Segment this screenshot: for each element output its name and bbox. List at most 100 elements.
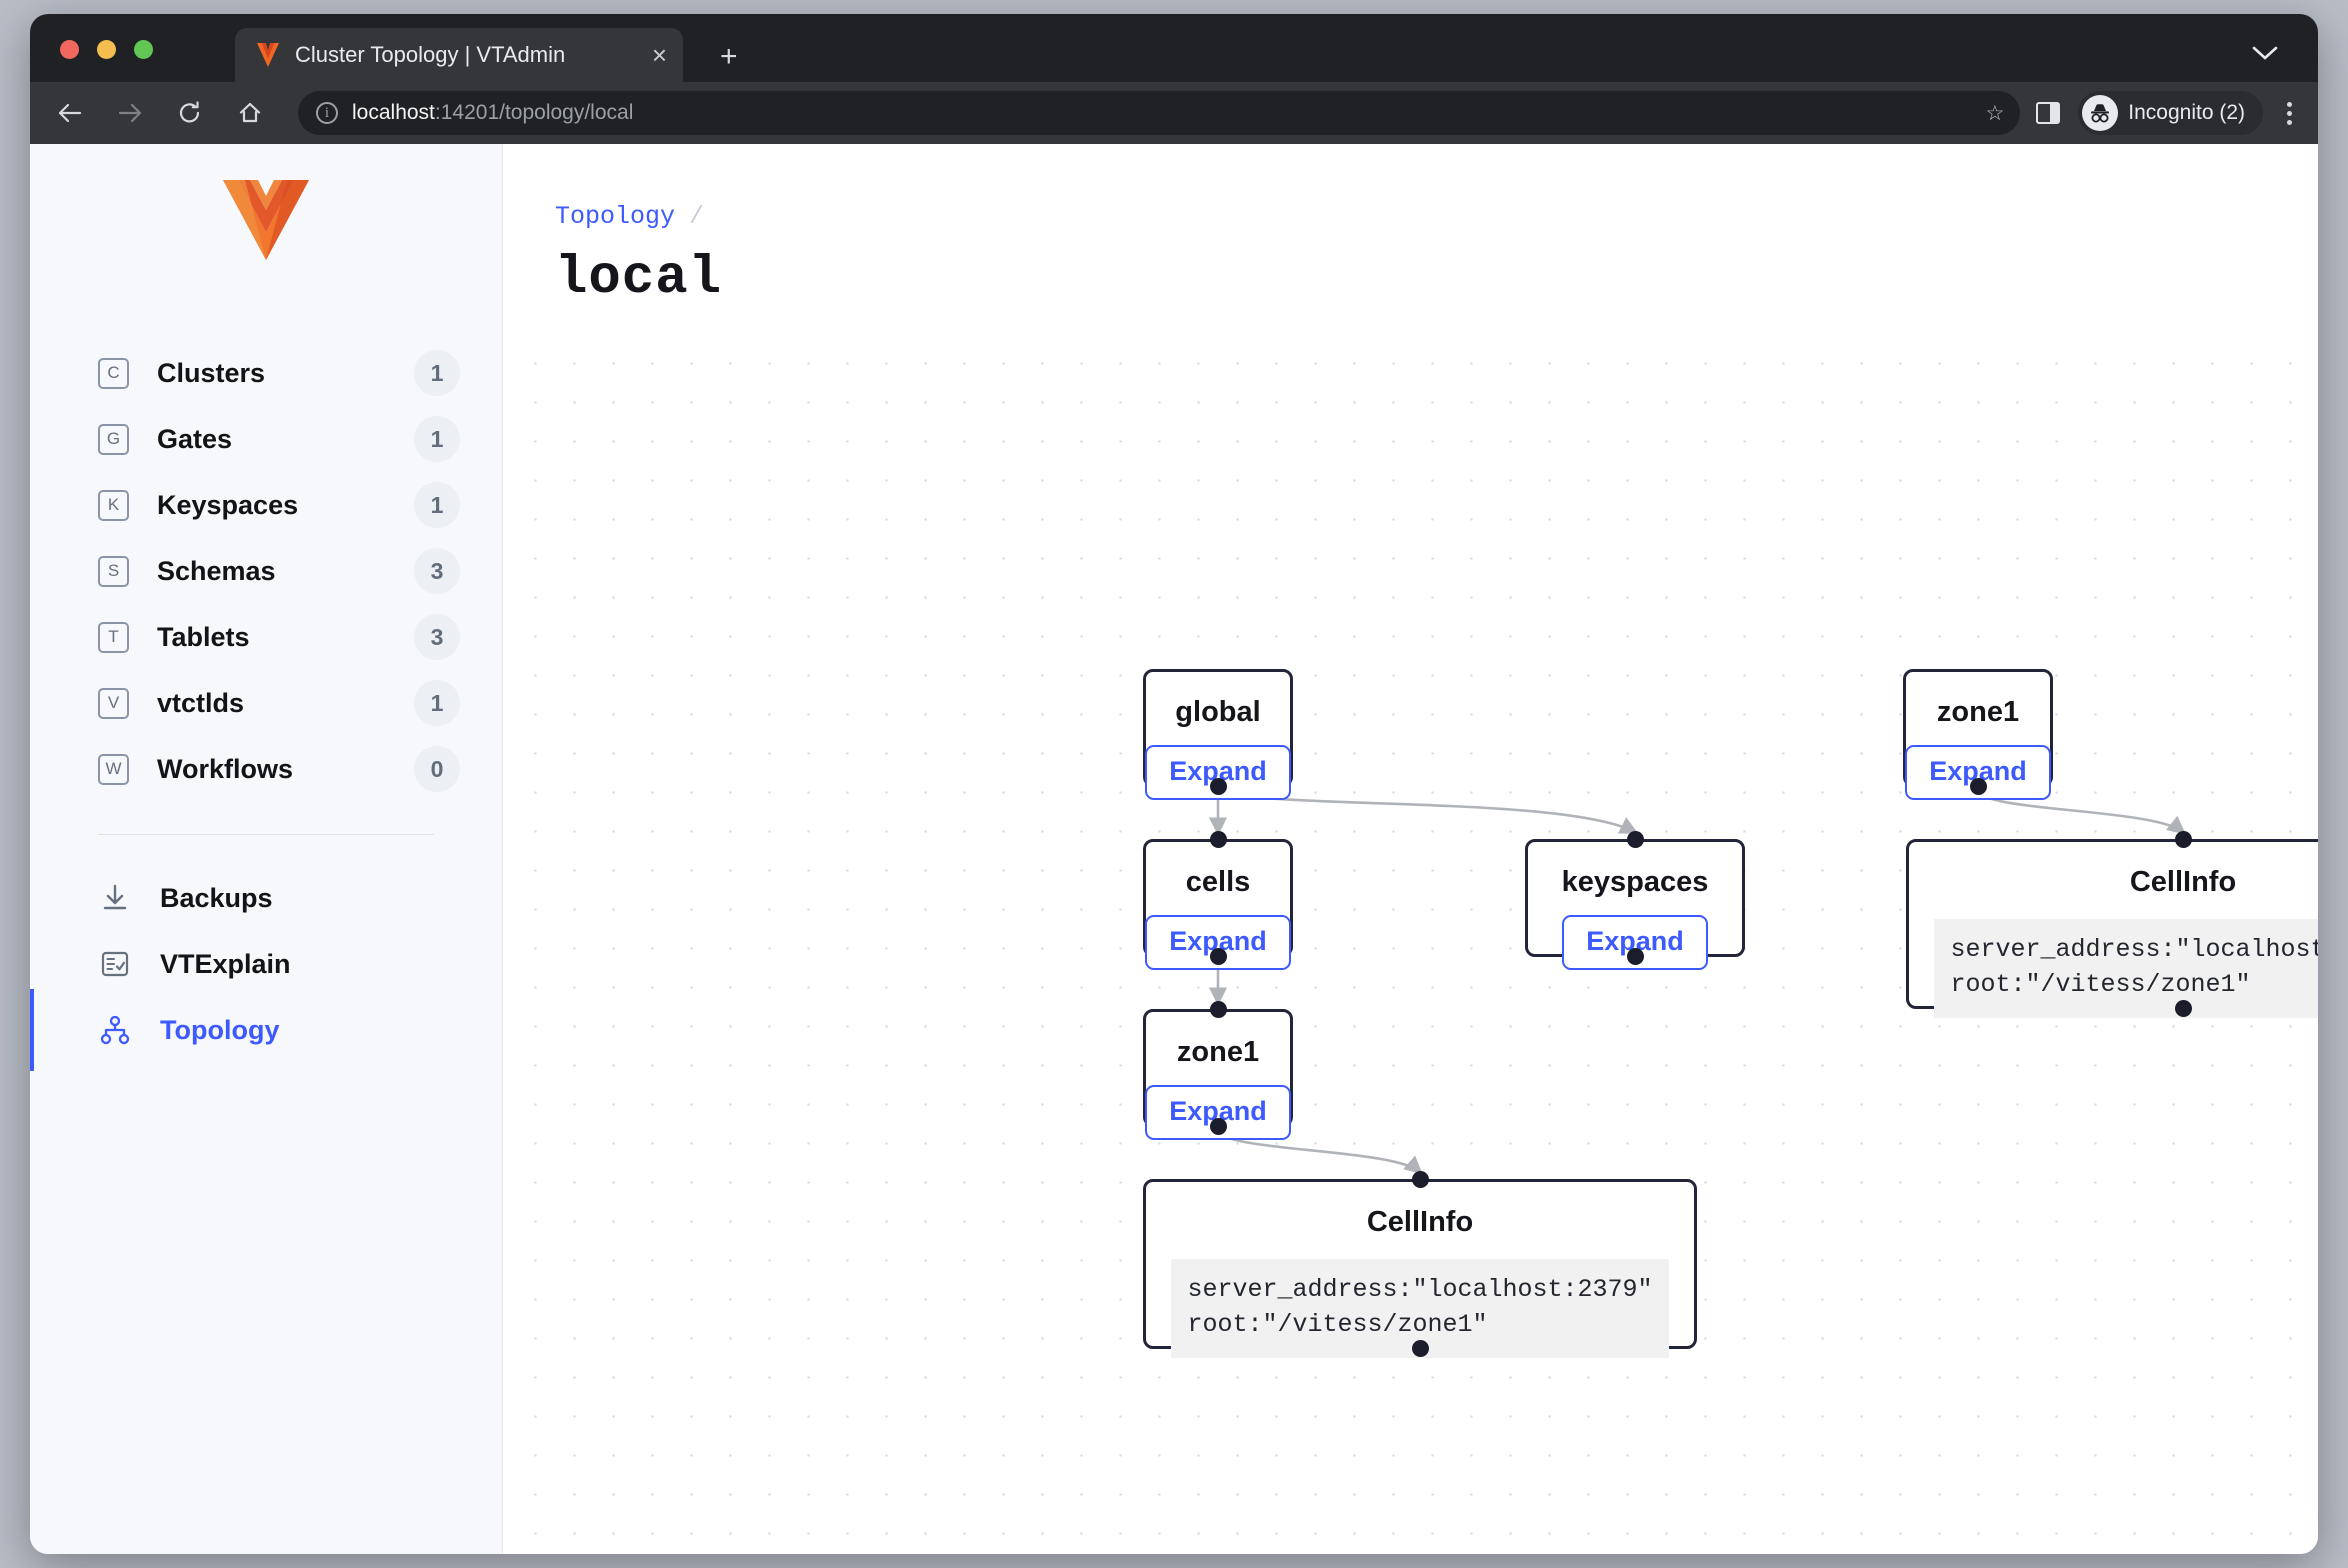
node-label: CellInfo <box>1366 1206 1474 1238</box>
sidebar-item-keyspaces[interactable]: K Keyspaces 1 <box>30 472 502 538</box>
new-tab-button[interactable]: + <box>720 40 738 73</box>
sidebar-tools-nav: Backups VTExplain <box>30 865 502 1071</box>
tab-strip: Cluster Topology | VTAdmin × + <box>30 14 2318 82</box>
letter-s-icon: S <box>98 555 129 587</box>
url-text: localhost:14201/topology/local <box>352 101 633 125</box>
sidebar-item-count: 1 <box>414 416 460 462</box>
sidebar-item-count: 0 <box>414 746 460 792</box>
sidebar-item-count: 1 <box>414 350 460 396</box>
chevron-down-icon[interactable] <box>2252 44 2278 67</box>
sidebar-item-label: Schemas <box>157 555 276 586</box>
node-handle-bottom <box>1969 778 1987 795</box>
sidebar-item-label: Keyspaces <box>157 489 299 520</box>
sidebar-item-clusters[interactable]: C Clusters 1 <box>30 340 502 406</box>
topology-node-zone1-right[interactable]: zone1 Expand <box>1903 669 2053 800</box>
sidebar-item-backups[interactable]: Backups <box>30 865 502 931</box>
incognito-avatar-icon <box>2082 95 2119 131</box>
sidebar-item-vtexplain[interactable]: VTExplain <box>30 931 502 997</box>
url-host: localhost <box>352 101 435 124</box>
node-label: global <box>1175 696 1261 728</box>
side-panel-icon[interactable] <box>2036 102 2061 124</box>
node-handle-bottom <box>1209 1118 1227 1135</box>
minimize-window-button[interactable] <box>97 40 116 59</box>
sidebar-item-label: Topology <box>160 1014 280 1045</box>
sidebar-item-tablets[interactable]: T Tablets 3 <box>30 604 502 670</box>
sidebar-item-schemas[interactable]: S Schemas 3 <box>30 538 502 604</box>
back-icon[interactable] <box>48 91 92 135</box>
node-handle-bottom <box>2174 1000 2192 1017</box>
vitess-logo[interactable] <box>30 178 502 262</box>
node-label: CellInfo <box>2129 866 2237 898</box>
breadcrumb: Topology / <box>555 202 704 231</box>
home-icon[interactable] <box>228 91 272 135</box>
browser-toolbar: i localhost:14201/topology/local ☆ Incog… <box>30 82 2318 144</box>
letter-c-icon: C <box>98 357 129 389</box>
sidebar-item-label: Workflows <box>157 753 294 784</box>
toolbar-right: Incognito (2) <box>2036 91 2300 135</box>
app-page: C Clusters 1 G Gates 1 K Keyspaces 1 S S… <box>30 144 2318 1554</box>
node-label: zone1 <box>1176 1036 1260 1068</box>
sidebar-item-label: Tablets <box>157 621 250 652</box>
sidebar: C Clusters 1 G Gates 1 K Keyspaces 1 S S… <box>30 144 503 1554</box>
sidebar-item-count: 1 <box>414 482 460 528</box>
letter-k-icon: K <box>98 489 129 521</box>
node-label: cells <box>1185 866 1251 898</box>
site-info-icon[interactable]: i <box>316 102 338 124</box>
node-handle-bottom <box>1411 1340 1429 1357</box>
download-icon <box>98 881 132 915</box>
node-handle-top <box>1626 831 1644 848</box>
topology-node-global[interactable]: global Expand <box>1143 669 1293 800</box>
sidebar-item-vtctlds[interactable]: V vtctlds 1 <box>30 670 502 736</box>
page-title: local <box>555 248 723 309</box>
main-content: Topology / local <box>503 144 2318 1554</box>
maximize-window-button[interactable] <box>134 40 153 59</box>
node-label: keyspaces <box>1561 866 1709 898</box>
sidebar-item-workflows[interactable]: W Workflows 0 <box>30 736 502 802</box>
checklist-icon <box>98 947 132 981</box>
node-handle-top <box>2174 831 2192 848</box>
topology-icon <box>98 1013 132 1047</box>
close-icon[interactable]: × <box>651 40 667 70</box>
browser-window: Cluster Topology | VTAdmin × + i localho… <box>30 14 2318 1554</box>
node-handle-top <box>1411 1171 1429 1188</box>
profile-button[interactable]: Incognito (2) <box>2078 91 2263 135</box>
kebab-menu-icon[interactable] <box>2279 98 2300 129</box>
reload-icon[interactable] <box>168 91 212 135</box>
vitess-logo-icon <box>253 40 283 70</box>
sidebar-item-label: VTExplain <box>160 948 291 979</box>
forward-icon[interactable] <box>108 91 152 135</box>
address-bar[interactable]: i localhost:14201/topology/local ☆ <box>298 91 2021 135</box>
node-handle-top <box>1209 831 1227 848</box>
topology-node-keyspaces[interactable]: keyspaces Expand <box>1525 831 1745 970</box>
browser-tab[interactable]: Cluster Topology | VTAdmin × <box>235 28 683 82</box>
url-path: :14201/topology/local <box>434 101 634 124</box>
letter-g-icon: G <box>98 423 129 455</box>
topology-node-zone1-left[interactable]: zone1 Expand <box>1143 1001 1293 1140</box>
sidebar-item-label: Gates <box>157 423 233 454</box>
profile-label: Incognito (2) <box>2128 101 2245 124</box>
node-label: zone1 <box>1936 696 2020 728</box>
node-handle-bottom <box>1626 948 1644 965</box>
sidebar-item-label: Clusters <box>157 357 266 388</box>
node-handle-top <box>1209 1001 1227 1018</box>
sidebar-item-topology[interactable]: Topology <box>30 989 502 1071</box>
expand-button[interactable]: Expand <box>1145 1085 1291 1140</box>
node-code-block: server_address:"localhost:2379" root:"/v… <box>1934 919 2318 1018</box>
breadcrumb-topology-link[interactable]: Topology <box>555 202 676 231</box>
tab-title: Cluster Topology | VTAdmin <box>295 42 566 67</box>
sidebar-item-gates[interactable]: G Gates 1 <box>30 406 502 472</box>
sidebar-item-count: 1 <box>414 680 460 726</box>
letter-v-icon: V <box>98 687 129 719</box>
sidebar-item-label: vtctlds <box>157 687 245 718</box>
topology-canvas[interactable]: global Expand cells Expand keyspaces Exp… <box>503 340 2318 1554</box>
topology-node-cellinfo-bottom[interactable]: CellInfo server_address:"localhost:2379"… <box>1143 1171 1697 1358</box>
topology-node-cellinfo-right[interactable]: CellInfo server_address:"localhost:2379"… <box>1906 831 2318 1018</box>
sidebar-item-count: 3 <box>414 548 460 594</box>
bookmark-star-icon[interactable]: ☆ <box>1985 101 2005 125</box>
sidebar-primary-nav: C Clusters 1 G Gates 1 K Keyspaces 1 S S… <box>30 340 502 802</box>
node-handle-bottom <box>1209 778 1227 795</box>
letter-w-icon: W <box>98 753 129 785</box>
breadcrumb-separator: / <box>689 202 705 231</box>
close-window-button[interactable] <box>60 40 79 59</box>
topology-node-cells[interactable]: cells Expand <box>1143 831 1293 970</box>
